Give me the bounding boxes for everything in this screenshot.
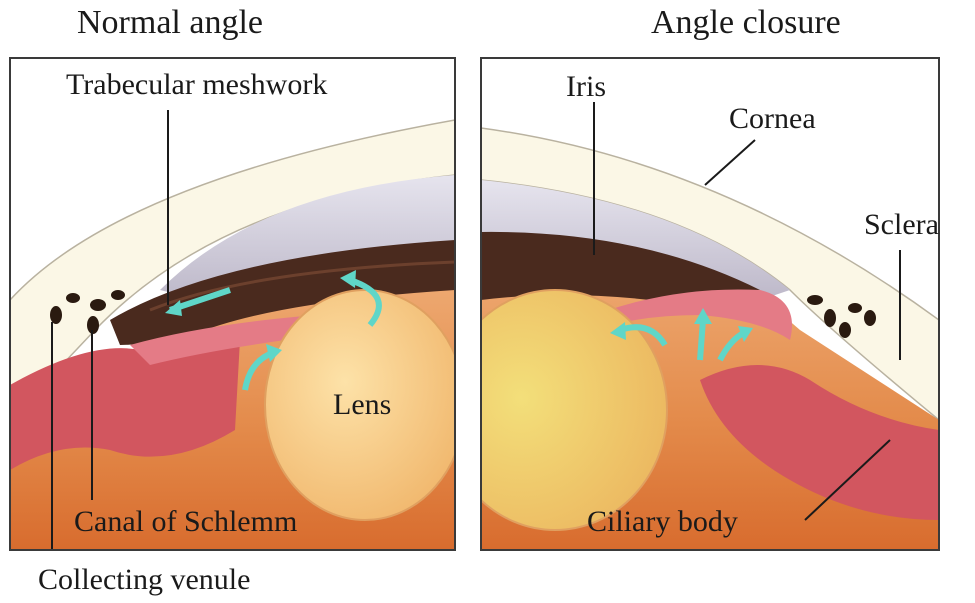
label-collecting-venule: Collecting venule — [38, 565, 250, 595]
title-angle-closure: Angle closure — [651, 6, 841, 40]
angle-closure-panel — [443, 58, 939, 550]
label-cornea: Cornea — [729, 104, 816, 134]
label-trabecular-meshwork: Trabecular meshwork — [66, 70, 327, 100]
label-lens: Lens — [333, 390, 391, 420]
label-sclera: Sclera — [864, 210, 939, 240]
label-canal-of-schlemm: Canal of Schlemm — [74, 507, 297, 537]
title-normal-angle: Normal angle — [77, 6, 263, 40]
label-iris: Iris — [566, 72, 606, 102]
normal-angle-panel — [10, 58, 465, 565]
label-ciliary-body: Ciliary body — [587, 507, 738, 537]
